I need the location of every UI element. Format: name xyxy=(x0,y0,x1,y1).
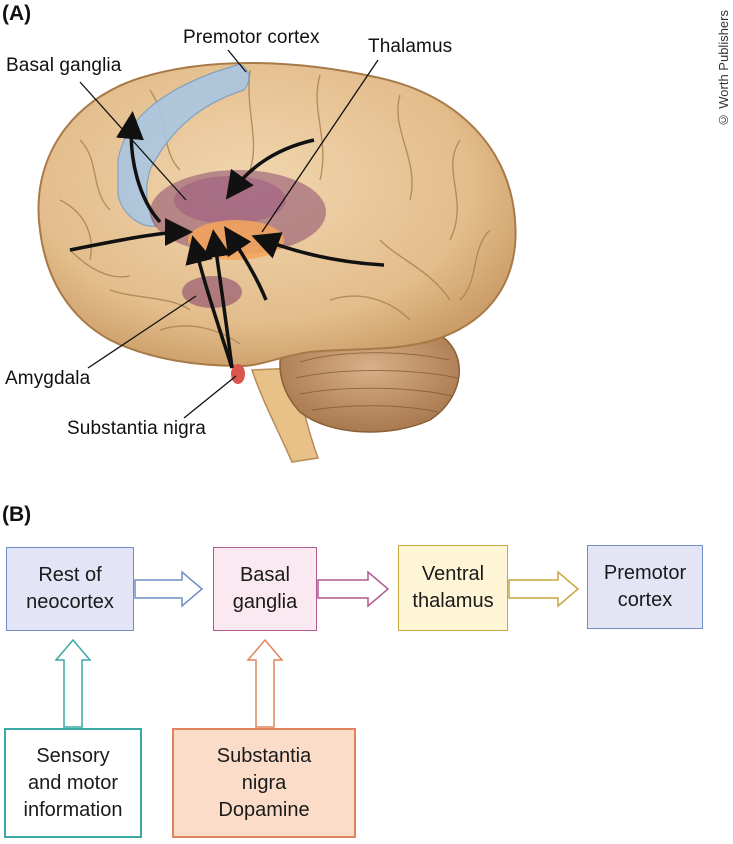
brain-illustration xyxy=(37,49,517,463)
callout-substantia-nigra: Substantia nigra xyxy=(67,418,206,439)
arrow-basal-to-ventral xyxy=(317,570,390,608)
thalamus-region xyxy=(188,220,284,260)
arrow-neocortex-to-basal xyxy=(134,570,204,608)
callout-thalamus: Thalamus xyxy=(368,36,453,57)
panel-b-label: (B) xyxy=(2,503,32,526)
substantia-nigra-region xyxy=(231,364,245,384)
callout-premotor-cortex: Premotor cortex xyxy=(183,27,320,48)
callout-basal-ganglia: Basal ganglia xyxy=(6,55,122,76)
arrow-nigra-to-basal xyxy=(246,638,284,728)
callout-amygdala: Amygdala xyxy=(5,368,91,389)
panel-a-label: (A) xyxy=(2,2,32,25)
amygdala-region xyxy=(182,276,242,308)
arrow-sensory-to-neocortex xyxy=(54,638,92,728)
arrow-ventral-to-premotor xyxy=(508,570,580,608)
